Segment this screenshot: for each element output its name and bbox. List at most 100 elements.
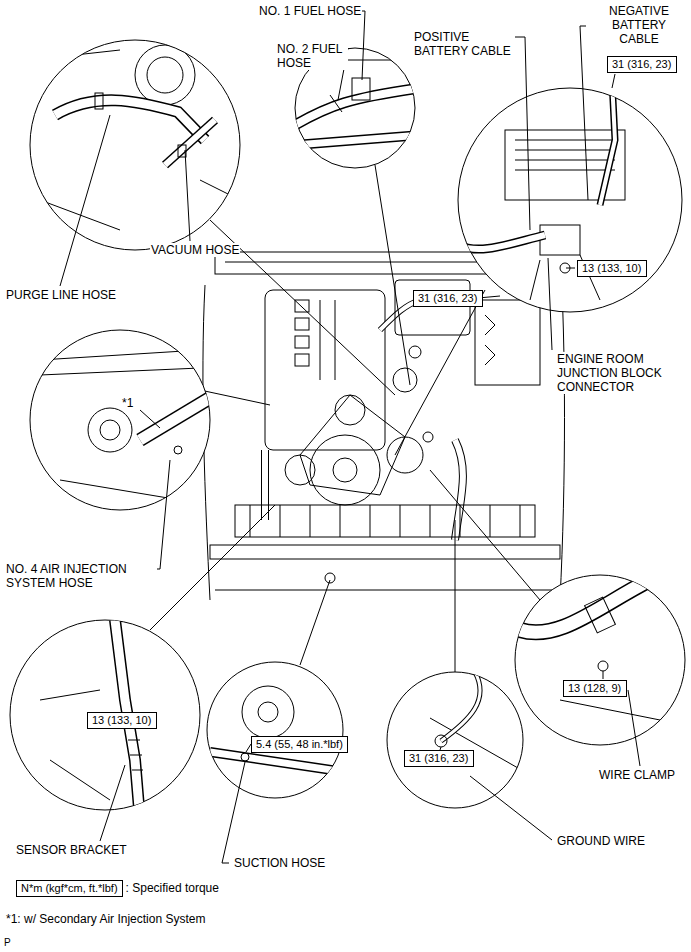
purge-vacuum-detail [30, 45, 240, 230]
part-label: NO. 2 FUEL HOSE [276, 42, 348, 70]
leader-lines [140, 410, 160, 428]
pulley [285, 455, 315, 485]
part-label: VACUUM HOSE [150, 243, 240, 257]
battery [475, 300, 540, 385]
engine-block [265, 290, 385, 450]
battery-detail [515, 140, 615, 170]
purge-vacuum-detail [55, 100, 205, 140]
detail-circles [515, 575, 685, 745]
callout-lines [395, 290, 485, 455]
figure-code: P [3, 936, 12, 950]
legend-text: : Specified torque [123, 882, 219, 895]
ground-wire-detail [441, 672, 480, 741]
leader-lines [60, 11, 640, 863]
leader-lines [222, 762, 245, 863]
purge-vacuum-detail [165, 120, 215, 165]
torque-box: 13 (128, 9) [563, 680, 627, 697]
torque-box: 31 (316, 23) [413, 290, 483, 307]
radiator-hose [455, 440, 463, 540]
torque-box: 31 (316, 23) [607, 56, 677, 73]
wire-clamp-detail [585, 597, 616, 633]
part-label: GROUND WIRE [556, 834, 646, 848]
callout-number: *1 [121, 396, 134, 410]
wire-clamp-detail [560, 700, 660, 720]
engine-overview [203, 250, 565, 600]
leader-lines [470, 776, 552, 840]
callout-lines [200, 390, 270, 405]
part-label: ENGINE ROOM JUNCTION BLOCK CONNECTOR [556, 352, 668, 394]
pulley [335, 395, 365, 425]
purge-vacuum-detail [135, 45, 195, 105]
radiator-hose [262, 450, 268, 520]
leader-lines [134, 460, 170, 569]
air-injection-detail [100, 420, 120, 440]
part-label: PURGE LINE HOSE [5, 288, 117, 302]
leader-lines [357, 11, 365, 80]
battery-detail [458, 235, 545, 249]
purge-vacuum-detail [30, 50, 240, 230]
fuel-hose-detail [295, 135, 420, 145]
radiator [235, 505, 535, 537]
bolt [423, 432, 433, 442]
torque-value: 13 (133, 10) [582, 262, 641, 275]
torque-box: 5.4 (55, 48 in.*lbf) [251, 736, 348, 753]
leader-lines [566, 268, 575, 269]
sensor-bracket-detail [40, 690, 110, 800]
part-label: NO. 4 AIR INJECTION SYSTEM HOSE [5, 562, 157, 590]
fuel-hose-detail [295, 88, 420, 125]
cross-member [210, 545, 560, 559]
ignition-coil [295, 354, 309, 366]
radiator-fins [250, 505, 520, 537]
pulley-hub [333, 458, 357, 482]
leader-lines [612, 74, 615, 88]
air-injection-detail [174, 446, 182, 454]
leader-lines [628, 690, 640, 766]
leader-lines [548, 258, 552, 350]
torque-legend: N*m (kgf*cm, ft.*lbf): Specified torque [16, 880, 219, 897]
leader-lines [603, 671, 604, 679]
fuel-hose-detail [295, 88, 420, 125]
torque-value: 31 (316, 23) [418, 292, 477, 305]
torque-value: 13 (128, 9) [568, 682, 621, 695]
part-label: NEGATIVE BATTERY CABLE [590, 4, 688, 46]
callout-lines [375, 165, 410, 385]
air-injection-detail [40, 350, 215, 500]
radiator-hose [261, 450, 269, 520]
fuel-hose-detail [295, 60, 420, 145]
fuel-hose-detail [352, 78, 370, 100]
leader-lines [476, 37, 530, 230]
part-label: SENSOR BRACKET [15, 843, 128, 857]
ground-wire-detail [435, 735, 447, 747]
leader-lines [100, 765, 125, 841]
air-injection-detail [140, 395, 215, 440]
leader-lines [580, 26, 588, 200]
detail-circles [10, 620, 200, 810]
torque-box: 13 (133, 10) [577, 260, 647, 277]
footnote: *1: w/ Secondary Air Injection System [5, 912, 206, 926]
air-filter-case [395, 280, 470, 335]
air-injection-detail [60, 480, 180, 500]
suction-hose-detail [258, 702, 278, 722]
wire-clamp-detail [520, 580, 650, 632]
callout-lines [430, 470, 540, 600]
detail-circles [10, 40, 685, 810]
detail-circles [458, 88, 682, 312]
callout-lines [150, 505, 275, 630]
wire-clamp-detail [598, 661, 608, 671]
part-label: POSITIVE BATTERY CABLE [413, 30, 515, 58]
torque-value: 31 (316, 23) [409, 752, 468, 765]
detail-circles [207, 662, 343, 798]
cap [393, 368, 417, 392]
suction-hose-detail [210, 752, 345, 772]
fuel-hose-detail [295, 135, 420, 145]
battery-detail [600, 80, 615, 205]
wire-clamp-detail [520, 580, 650, 632]
ground-wire-detail [441, 672, 480, 741]
battery-mark [485, 315, 495, 365]
purge-vacuum-detail [95, 93, 103, 109]
torque-box: 31 (316, 23) [404, 750, 474, 767]
torque-box: 13 (133, 10) [87, 712, 157, 729]
suction-hose-detail [241, 753, 249, 761]
